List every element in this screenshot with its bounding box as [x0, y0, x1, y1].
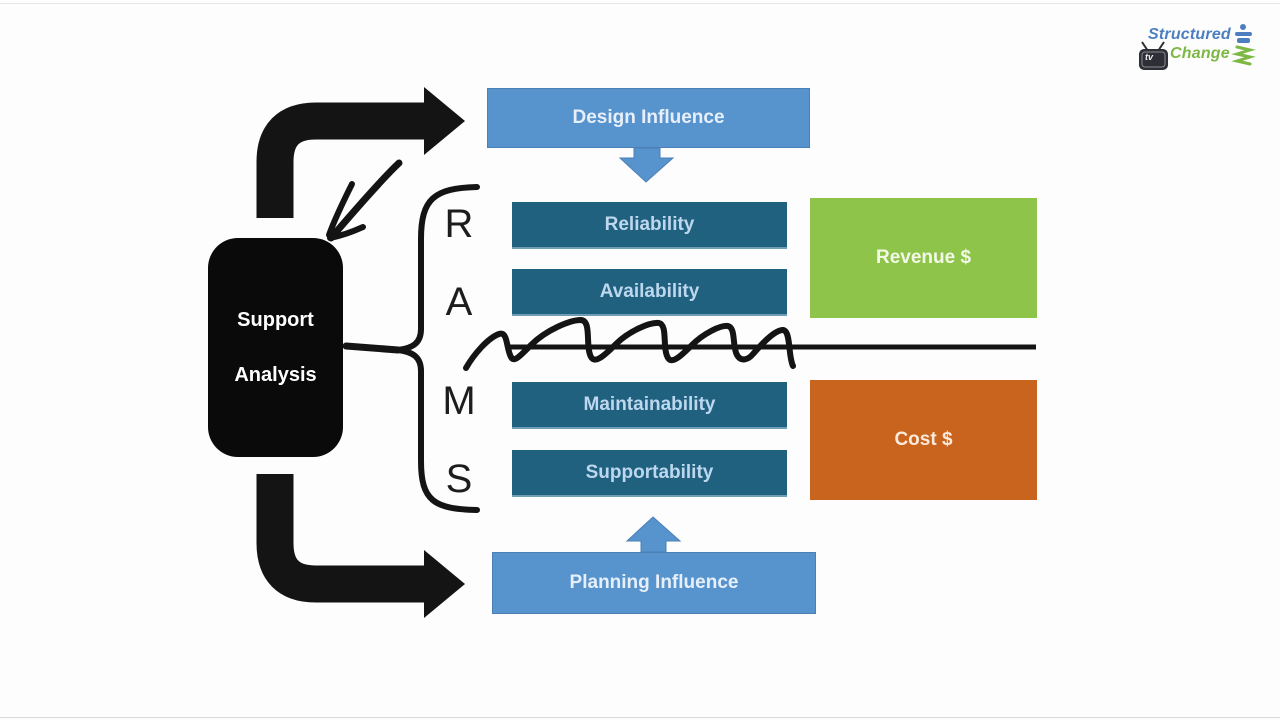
logo-icons [1139, 24, 1256, 70]
revenue-box: Revenue $ [810, 198, 1037, 318]
top-bent-arrow-head [424, 87, 465, 155]
design-down-arrow-icon [618, 147, 675, 183]
rams-letter-m: M [442, 379, 476, 423]
gadget-zigzag [1231, 45, 1256, 66]
reliability-label: Reliability [604, 213, 695, 235]
top-bent-arrow-shaft [256, 102, 424, 218]
availability-box: Availability [512, 269, 787, 316]
cost-label: Cost $ [894, 429, 953, 450]
rams-letter-r: R [444, 202, 474, 246]
supportability-label: Supportability [585, 461, 714, 483]
logo-word-change: Change [1170, 45, 1230, 62]
bottom-bent-arrow-shaft [256, 474, 424, 603]
cost-box: Cost $ [810, 380, 1037, 500]
rams-letter-s: S [445, 457, 473, 501]
gadget-antenna-dot [1240, 24, 1246, 30]
hand-drawn-squiggle [463, 317, 796, 371]
tv-icon-label: tv [1145, 52, 1154, 62]
design-influence-label: Design Influence [572, 107, 725, 128]
sketch-arrow-shaft [327, 159, 403, 242]
availability-label: Availability [599, 280, 700, 302]
support-analysis-line1: Support [237, 308, 314, 331]
supportability-box: Supportability [512, 450, 787, 497]
planning-influence-box: Planning Influence [492, 552, 816, 614]
rams-letter-a: A [445, 280, 473, 324]
maintainability-box: Maintainability [512, 382, 787, 429]
structured-change-logo: Structured Change tv [1136, 22, 1270, 74]
logo-word-structured: Structured [1148, 26, 1231, 43]
sketch-arrow-head-stroke-2 [327, 224, 366, 241]
planning-influence-label: Planning Influence [569, 572, 739, 593]
planning-up-arrow-icon [625, 516, 682, 553]
support-to-brace-connector [342, 342, 402, 354]
maintainability-label: Maintainability [583, 393, 716, 415]
sketch-arrow-head-stroke-1 [326, 181, 355, 238]
support-analysis-line2: Analysis [234, 363, 317, 386]
tv-screen [1141, 51, 1166, 68]
design-influence-box: Design Influence [487, 88, 810, 148]
gadget-bar-1 [1235, 32, 1252, 36]
slide-top-edge [0, 3, 1280, 4]
support-analysis-box: Support Analysis [208, 238, 343, 457]
slide-bottom-edge [0, 717, 1280, 718]
gadget-bar-2 [1237, 38, 1250, 43]
tv-icon [1139, 49, 1168, 70]
reliability-box: Reliability [512, 202, 787, 249]
revenue-label: Revenue $ [875, 247, 972, 268]
bottom-bent-arrow-head [424, 550, 465, 618]
